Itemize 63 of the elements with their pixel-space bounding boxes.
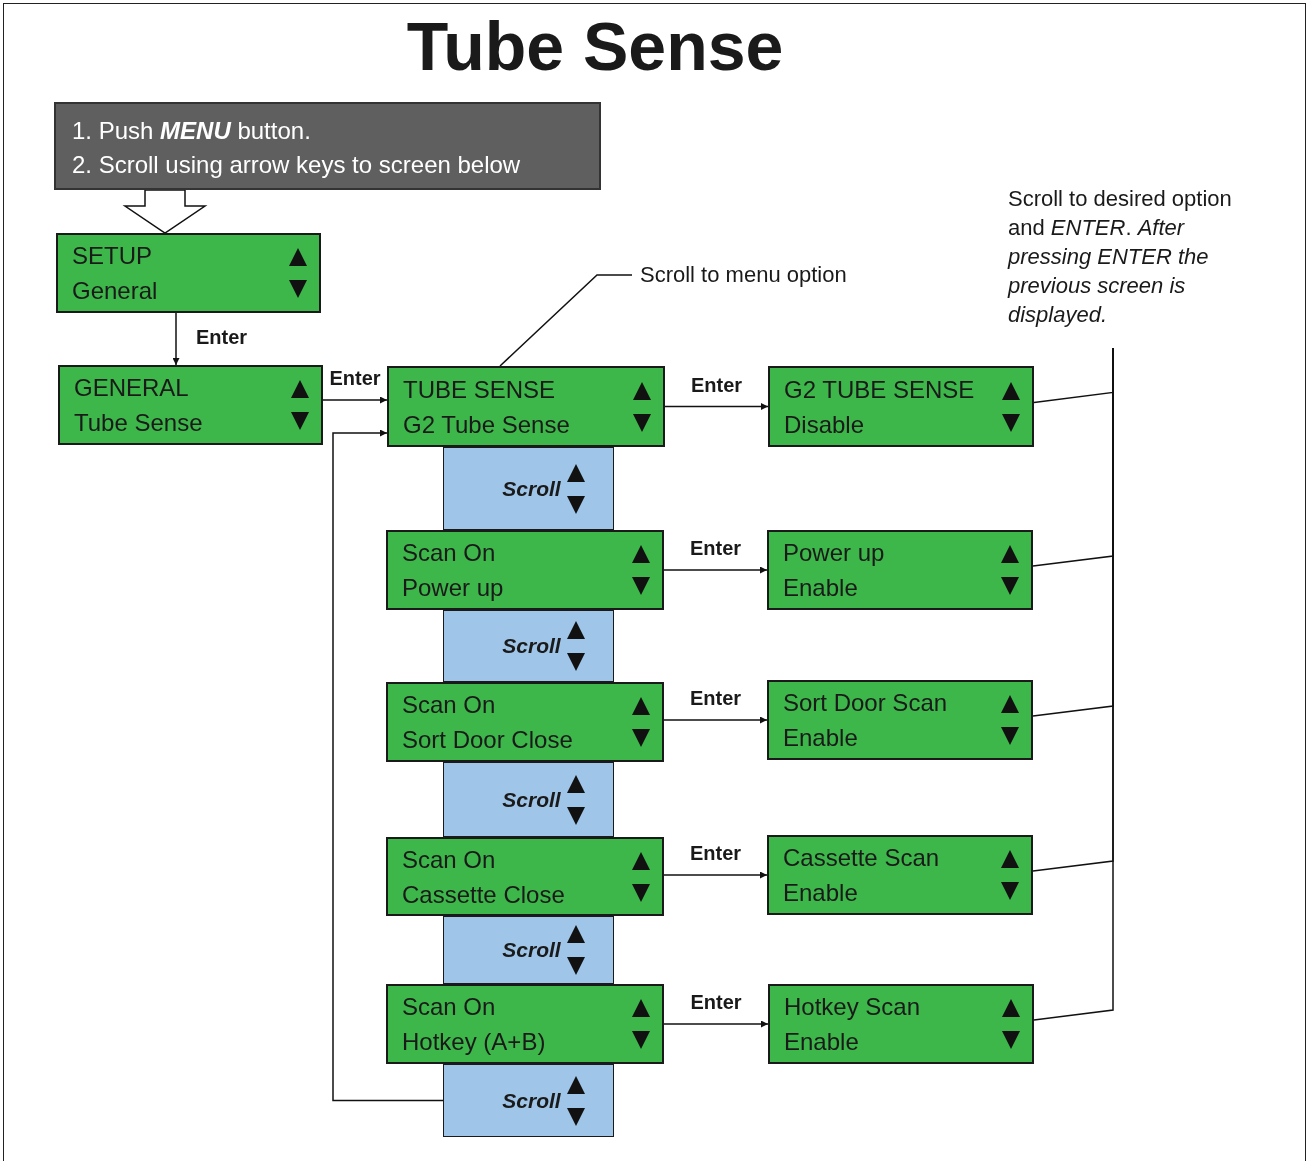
arrow bbox=[322, 396, 388, 404]
instruction-step: 2. Scroll using arrow keys to screen below bbox=[72, 147, 583, 182]
lcd-screen-box bbox=[767, 680, 1033, 760]
screen-text: Disable bbox=[784, 409, 866, 440]
annotation-text: Scroll to menu option bbox=[640, 261, 848, 289]
screen-text: Cassette Close bbox=[402, 879, 566, 910]
screen-text: Scan On bbox=[402, 992, 497, 1022]
screen-text: TUBE SENSE bbox=[403, 374, 557, 405]
screen-text: Enable bbox=[783, 878, 859, 908]
screen-text: Enable bbox=[783, 573, 859, 603]
scroll-label: Scroll bbox=[502, 1088, 561, 1113]
arrow bbox=[663, 566, 768, 574]
screen-text: Enable bbox=[784, 1027, 860, 1057]
lcd-screen-box bbox=[386, 682, 664, 762]
connector-line bbox=[1033, 347, 1114, 1021]
block-arrow bbox=[122, 189, 208, 234]
screen-text: Sort Door Scan bbox=[783, 688, 949, 718]
screen-text: G2 Tube Sense bbox=[403, 409, 571, 440]
scroll-band bbox=[443, 762, 614, 837]
screen-text: General bbox=[72, 276, 159, 306]
lcd-screen-box bbox=[386, 984, 664, 1064]
screen-text: Scan On bbox=[402, 538, 497, 568]
arrow bbox=[663, 871, 768, 879]
arrow bbox=[664, 403, 769, 410]
lcd-screen-box bbox=[58, 365, 323, 445]
screen-text: Power up bbox=[783, 538, 886, 568]
screen-text: GENERAL bbox=[74, 373, 190, 403]
screen-text: Power up bbox=[402, 573, 505, 603]
screen-text: G2 TUBE SENSE bbox=[784, 374, 976, 405]
screen-text: Enable bbox=[783, 723, 859, 753]
instruction-box bbox=[54, 102, 601, 190]
screen-text: Scan On bbox=[402, 690, 497, 720]
lcd-screen-box bbox=[767, 530, 1033, 610]
scroll-label: Scroll bbox=[502, 476, 561, 501]
screen-text: SETUP bbox=[72, 241, 153, 271]
arrow bbox=[332, 429, 444, 1102]
connector-line bbox=[499, 274, 633, 367]
screen-text: Hotkey Scan bbox=[784, 992, 922, 1022]
scroll-band bbox=[443, 916, 614, 984]
lcd-screen-box bbox=[56, 233, 321, 313]
scroll-band bbox=[443, 1064, 614, 1137]
lcd-screen-box bbox=[768, 984, 1034, 1064]
lcd-screen-box bbox=[768, 366, 1034, 447]
arrow bbox=[663, 716, 768, 724]
annotation-text: Scroll to desired option and ENTER. After pressing ENTER the previous screen is displayed. bbox=[1008, 185, 1233, 329]
screen-text: Tube Sense bbox=[74, 408, 204, 438]
arrow bbox=[663, 1020, 769, 1028]
instruction-step: 1. Push MENU button. bbox=[72, 114, 583, 148]
diagram-title: Tube Sense bbox=[405, 12, 785, 80]
screen-text: Cassette Scan bbox=[783, 843, 941, 873]
lcd-screen-box bbox=[386, 837, 664, 916]
scroll-label: Scroll bbox=[502, 787, 561, 812]
screen-text: Scan On bbox=[402, 844, 497, 875]
lcd-screen-box bbox=[386, 530, 664, 610]
screen-text: Hotkey (A+B) bbox=[402, 1027, 547, 1057]
scroll-band bbox=[443, 610, 614, 682]
scroll-label: Scroll bbox=[502, 634, 561, 658]
arrow bbox=[172, 312, 180, 366]
lcd-screen-box bbox=[767, 835, 1033, 915]
scroll-band bbox=[443, 447, 614, 530]
lcd-screen-box bbox=[387, 366, 665, 447]
scroll-label: Scroll bbox=[502, 938, 561, 962]
screen-text: Sort Door Close bbox=[402, 725, 574, 755]
